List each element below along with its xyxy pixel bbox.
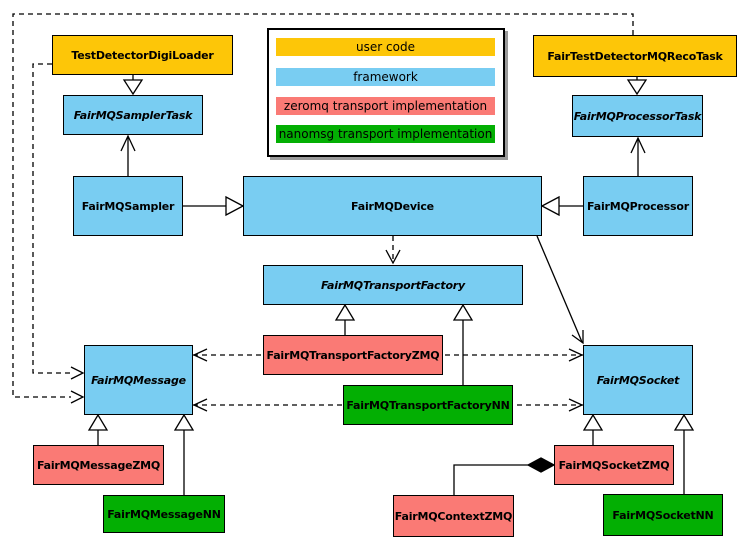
edge-socketzmq-socket xyxy=(582,413,604,445)
class-node-fairmqmessagezmq: FairMQMessageZMQ xyxy=(33,445,164,485)
class-node-fairmqcontextzmq: FairMQContextZMQ xyxy=(393,495,514,537)
legend-item-framework: framework xyxy=(276,68,495,86)
class-node-fairmqmessagenn: FairMQMessageNN xyxy=(103,495,225,533)
edge-messagenn-message xyxy=(173,413,195,495)
legend-label: user code xyxy=(356,40,415,54)
edge-digiloader-samplertask xyxy=(122,75,144,96)
class-node-testdetectordigiloader: TestDetectorDigiLoader xyxy=(52,35,233,75)
edge-messagezmq-message xyxy=(87,413,109,445)
edge-factorynn-message-socket xyxy=(192,398,584,412)
class-node-fairmqsampler: FairMQSampler xyxy=(73,176,183,236)
legend-label: zeromq transport implementation xyxy=(283,99,488,113)
edge-processor-device xyxy=(540,195,583,217)
class-node-fairmqsamplertask: FairMQSamplerTask xyxy=(63,95,203,135)
class-node-fairmqprocessor: FairMQProcessor xyxy=(583,176,693,236)
class-node-fairmqtransportfactorynn: FairMQTransportFactoryNN xyxy=(343,385,513,425)
class-node-fairmqtransportfactoryzmq: FairMQTransportFactoryZMQ xyxy=(263,335,443,375)
class-node-fairmqsocket: FairMQSocket xyxy=(583,345,693,415)
edge-factorynn-factory xyxy=(452,303,474,385)
legend-label: nanomsg transport implementation xyxy=(278,127,493,141)
edge-recotask-processortask xyxy=(626,77,648,96)
class-node-fairtestdetectormqrecotask: FairTestDetectorMQRecoTask xyxy=(533,35,737,77)
legend: user code framework zeromq transport imp… xyxy=(267,28,505,157)
edge-sampler-samplertask xyxy=(120,134,136,176)
edge-factoryzmq-message-socket xyxy=(192,348,584,362)
legend-item-user-code: user code xyxy=(276,38,495,56)
edge-sampler-device xyxy=(183,195,245,217)
edge-factoryzmq-factory xyxy=(334,303,356,335)
edge-digiloader-message xyxy=(32,63,85,380)
class-node-fairmqtransportfactory: FairMQTransportFactory xyxy=(263,265,523,305)
class-node-fairmqdevice: FairMQDevice xyxy=(243,176,542,236)
edge-device-factory xyxy=(385,236,401,265)
edge-contextzmq-socketzmq xyxy=(453,457,556,495)
legend-label: framework xyxy=(353,70,418,84)
class-node-fairmqmessage: FairMQMessage xyxy=(84,345,193,415)
class-node-fairmqsocketzmq: FairMQSocketZMQ xyxy=(554,445,674,485)
edge-processor-processortask xyxy=(630,136,646,176)
class-node-fairmqprocessortask: FairMQProcessorTask xyxy=(572,95,703,137)
legend-item-nanomsg: nanomsg transport implementation xyxy=(276,125,495,143)
legend-item-zeromq: zeromq transport implementation xyxy=(276,97,495,115)
edge-socketnn-socket xyxy=(673,413,695,494)
edge-device-socket xyxy=(536,235,584,345)
class-node-fairmqsocketnn: FairMQSocketNN xyxy=(603,494,723,536)
edge-recotask-message xyxy=(12,13,634,404)
